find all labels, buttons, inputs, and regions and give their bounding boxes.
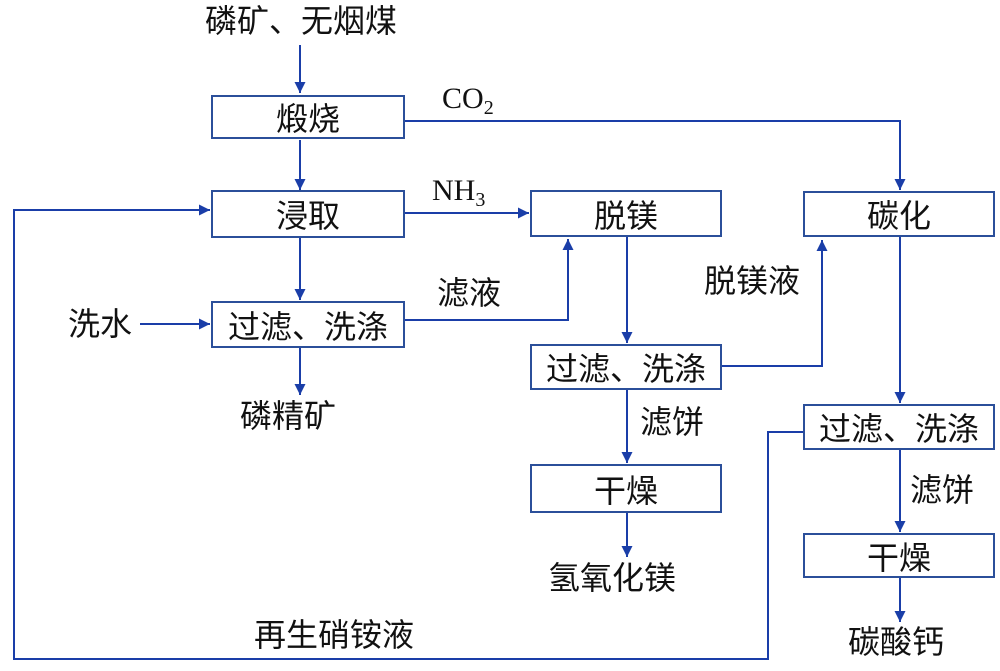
step-filter-wash-1: 过滤、洗涤 bbox=[211, 301, 405, 348]
nh3-main-text: NH bbox=[432, 174, 476, 207]
label-filter-cake-1: 滤饼 bbox=[640, 403, 705, 441]
step-demagnesium: 脱镁 bbox=[530, 190, 722, 237]
step-carbonation: 碳化 bbox=[803, 191, 995, 237]
label-filtrate: 滤液 bbox=[437, 274, 502, 312]
step-drying-2: 干燥 bbox=[803, 533, 995, 578]
arrow-co2-to-carbonation bbox=[405, 120, 906, 190]
step-calcination: 煅烧 bbox=[211, 95, 405, 139]
co2-subscript: 2 bbox=[483, 97, 494, 119]
step-drying-1: 干燥 bbox=[530, 464, 722, 513]
label-recycled-solution: 再生硝铵液 bbox=[254, 616, 415, 654]
label-filter-cake-2: 滤饼 bbox=[910, 471, 975, 509]
nh3-subscript: 3 bbox=[475, 189, 486, 211]
step-filter-wash-3: 过滤、洗涤 bbox=[803, 404, 995, 450]
label-nh3: NH3 bbox=[432, 174, 486, 211]
co2-main-text: CO bbox=[442, 82, 484, 115]
input-wash-water: 洗水 bbox=[68, 305, 133, 343]
arrow-demagliquor-to-carbonation bbox=[722, 240, 828, 367]
input-raw-materials: 磷矿、无烟煤 bbox=[205, 2, 398, 40]
step-leaching: 浸取 bbox=[211, 190, 405, 238]
flow-lines bbox=[13, 45, 906, 660]
output-calcium-carbonate: 碳酸钙 bbox=[848, 623, 945, 661]
label-demag-liquor: 脱镁液 bbox=[704, 262, 801, 300]
step-filter-wash-2: 过滤、洗涤 bbox=[530, 344, 722, 390]
arrow-recycle-to-leaching bbox=[13, 204, 803, 660]
label-co2: CO2 bbox=[442, 82, 494, 119]
output-magnesium-hydroxide: 氢氧化镁 bbox=[548, 559, 677, 597]
output-phosphate-concentrate: 磷精矿 bbox=[240, 397, 337, 435]
arrow-filtrate-to-demagnesium bbox=[405, 239, 574, 321]
